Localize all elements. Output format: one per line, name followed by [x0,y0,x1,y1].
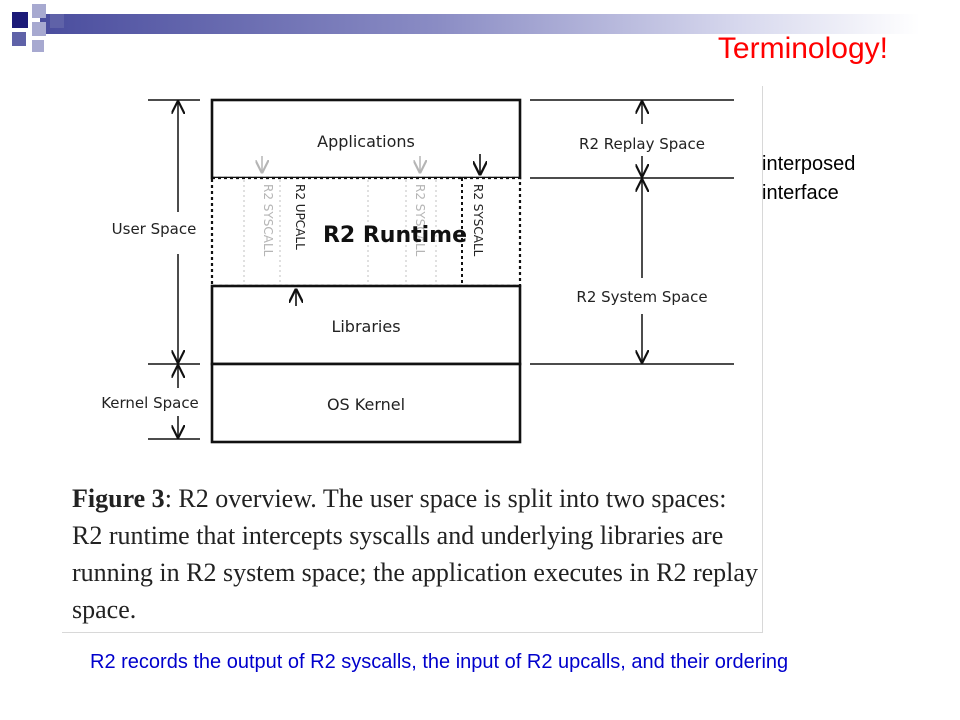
side-note-line: interposed [762,153,856,175]
vertical-syscall-label: R2 SYSCALL [471,184,485,257]
vertical-upcall-label: R2 UPCALL [293,184,307,250]
header-bar [40,14,920,34]
figure-caption-text: : R2 overview. The user space is split i… [72,484,758,624]
vertical-syscall-label-faint: R2 SYSCALL [413,184,427,257]
vertical-syscall-label-faint: R2 SYSCALL [261,184,275,257]
deco-square [32,4,46,18]
deco-square [32,40,44,52]
figure-panel: User Space Kernel Space Applications R2 … [62,86,763,633]
r2-overview-diagram: User Space Kernel Space Applications R2 … [101,98,734,444]
deco-square [12,12,28,28]
runtime-box [210,176,522,288]
side-note-line: interface [762,182,839,204]
figure-caption: Figure 3: R2 overview. The user space is… [72,480,758,628]
libraries-box [210,284,522,366]
applications-label: Applications [317,132,415,151]
footer-note: R2 records the output of R2 syscalls, th… [90,651,789,673]
deco-square [32,22,46,36]
replay-space-label: R2 Replay Space [579,135,705,153]
kernel-space-label: Kernel Space [101,394,199,412]
side-note: interposed interface [762,150,855,208]
deco-square [50,14,64,28]
runtime-label: R2 Runtime [323,223,467,248]
figure-number: Figure 3 [72,484,165,513]
os-kernel-box [210,362,522,444]
libraries-label: Libraries [331,317,400,336]
deco-square [12,32,26,46]
user-space-label: User Space [112,220,197,238]
system-space-label: R2 System Space [576,288,707,306]
slide-title: Terminology! [717,32,888,65]
os-kernel-label: OS Kernel [327,395,405,414]
